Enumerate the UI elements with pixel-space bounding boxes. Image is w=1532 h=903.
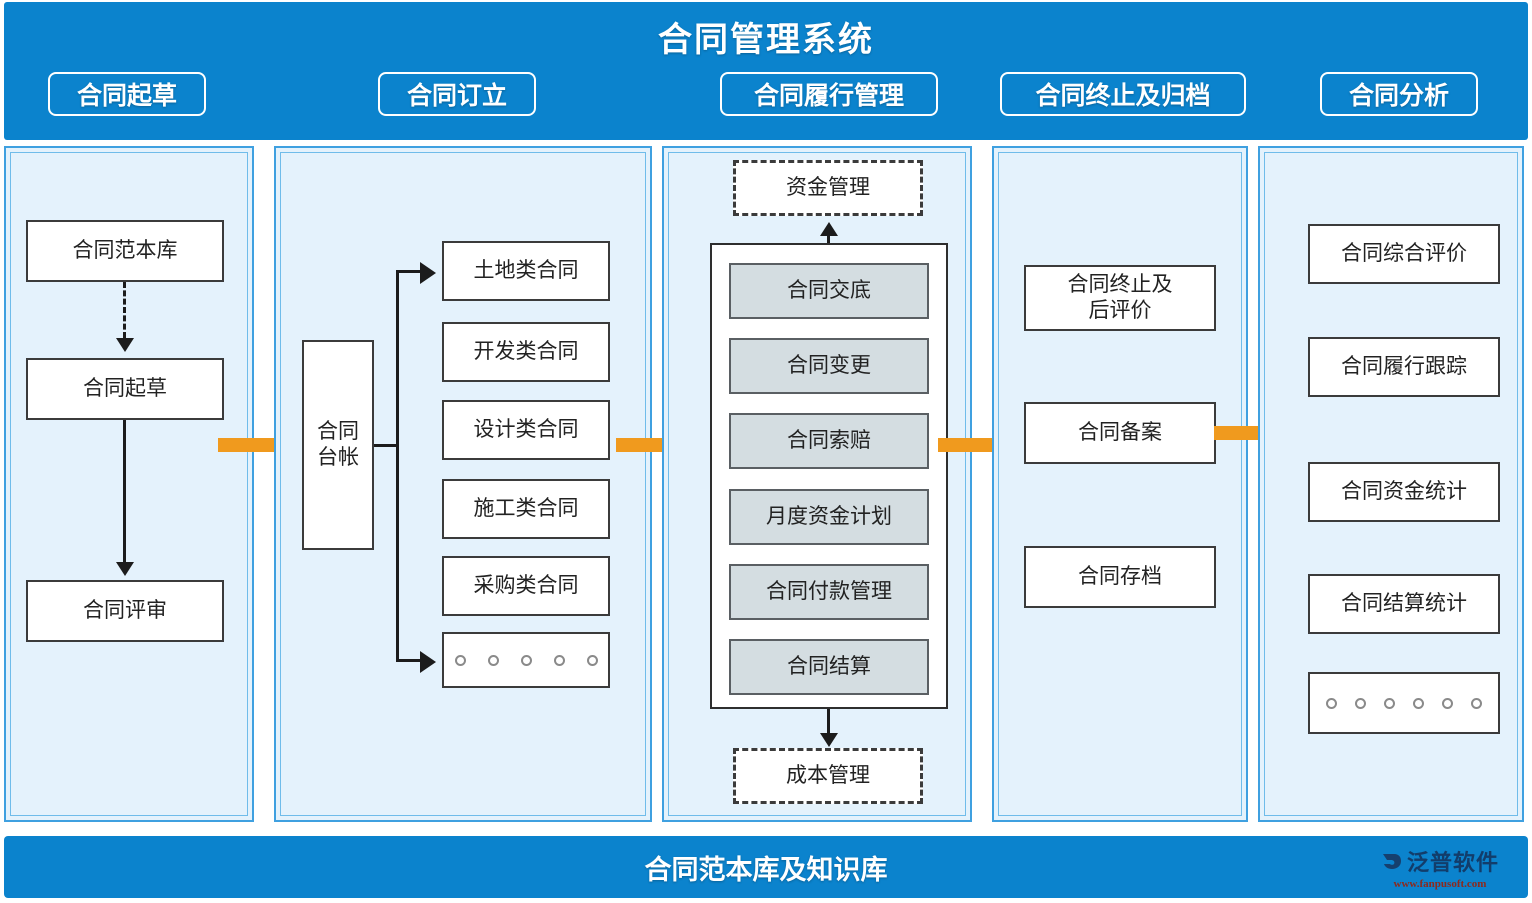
node-contract-change[interactable]: 合同变更 [729,338,929,394]
performance-items-group [710,243,948,709]
node-construction-contract[interactable]: 施工类合同 [442,479,610,539]
node-contract-claim[interactable]: 合同索赔 [729,413,929,469]
node-contract-template-library[interactable]: 合同范本库 [26,220,224,282]
node-contract-filing[interactable]: 合同备案 [1024,402,1216,464]
vendor-watermark: 泛普软件 www.fanpusoft.com [1366,842,1514,892]
ellipsis-dot-icon [487,654,499,666]
node-contract-comprehensive-evaluation[interactable]: 合同综合评价 [1308,224,1500,284]
node-contract-termination-evaluation[interactable]: 合同终止及 后评价 [1024,265,1216,331]
ellipsis-dot-icon [553,654,565,666]
connector-group-to-cost [827,709,830,737]
tab-contract-conclusion[interactable]: 合同订立 [378,72,536,116]
node-more-analysis-items[interactable] [1308,672,1500,734]
watermark-name: 泛普软件 [1406,849,1499,875]
node-termination-line2: 后评价 [1088,299,1152,322]
panel-inner-border [998,152,1242,816]
node-contract-performance-tracking[interactable]: 合同履行跟踪 [1308,337,1500,397]
header-banner: 合同管理系统 合同起草 合同订立 合同履行管理 合同终止及归档 合同分析 [4,2,1528,140]
node-contract-settlement[interactable]: 合同结算 [729,639,929,695]
node-contract-archive[interactable]: 合同存档 [1024,546,1216,608]
node-land-contract[interactable]: 土地类合同 [442,241,610,301]
node-termination-line1: 合同终止及 [1067,272,1173,296]
node-monthly-fund-plan[interactable]: 月度资金计划 [729,489,929,545]
tab-contract-performance[interactable]: 合同履行管理 [720,72,938,116]
node-cost-management[interactable]: 成本管理 [733,748,923,804]
connector-group-to-fund [827,234,830,246]
node-contract-review[interactable]: 合同评审 [26,580,224,642]
arrowhead-branch-top [420,262,436,284]
connector-draft-to-review [123,420,126,562]
fanpu-logo-icon [1382,853,1401,869]
watermark-url: www.fanpusoft.com [1393,877,1487,890]
arrowhead-group-to-fund [820,222,838,236]
arrowhead-group-to-cost [820,733,838,747]
arrowhead-template-to-draft [116,338,134,352]
panel-contract-termination [992,146,1248,822]
footer-banner: 合同范本库及知识库 泛普软件 www.fanpusoft.com [4,836,1528,898]
node-contract-fund-statistics[interactable]: 合同资金统计 [1308,462,1500,522]
connector-ledger-bus [396,270,399,662]
arrowhead-draft-to-review [116,562,134,576]
node-contract-draft[interactable]: 合同起草 [26,358,224,420]
connector-branch-bottom [396,659,422,662]
tab-contract-termination[interactable]: 合同终止及归档 [1000,72,1246,116]
tab-contract-drafting[interactable]: 合同起草 [48,72,206,116]
ellipsis-dot-icon [1384,697,1395,709]
node-contract-settlement-statistics[interactable]: 合同结算统计 [1308,574,1500,634]
ellipsis-dot-icon [1471,697,1482,709]
ellipsis-dot-icon [586,654,598,666]
ellipsis-dot-icon [1413,697,1424,709]
node-contract-ledger[interactable]: 合同 台帐 [302,340,374,550]
node-contract-disclosure[interactable]: 合同交底 [729,263,929,319]
phase-tab-bar: 合同起草 合同订立 合同履行管理 合同终止及归档 合同分析 [4,72,1528,122]
footer-title: 合同范本库及知识库 [644,854,888,885]
node-procurement-contract[interactable]: 采购类合同 [442,556,610,616]
ellipsis-dot-icon [1442,697,1453,709]
connector-ledger-stub [374,444,398,447]
page-title: 合同管理系统 [658,21,874,59]
node-contract-ledger-line1: 合同 [317,419,359,443]
ellipsis-dot-icon [520,654,532,666]
node-contract-ledger-line2: 台帐 [317,446,359,469]
arrowhead-branch-bottom [420,651,436,673]
node-more-contract-types[interactable] [442,632,610,688]
connector-template-to-draft [123,282,126,338]
ellipsis-dot-icon [1326,697,1337,709]
node-contract-payment-management[interactable]: 合同付款管理 [729,564,929,620]
ellipsis-dot-icon [1355,697,1366,709]
node-development-contract[interactable]: 开发类合同 [442,322,610,382]
ellipsis-dot-icon [454,654,466,666]
node-fund-management[interactable]: 资金管理 [733,160,923,216]
node-design-contract[interactable]: 设计类合同 [442,400,610,460]
connector-branch-top [396,270,422,273]
tab-contract-analysis[interactable]: 合同分析 [1320,72,1478,116]
